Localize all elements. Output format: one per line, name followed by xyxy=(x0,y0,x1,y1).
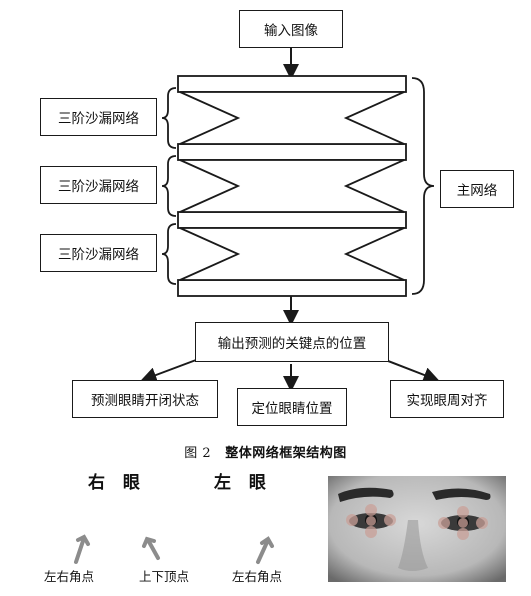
branch-box-eye-location: 定位眼睛位置 xyxy=(237,388,347,426)
input-image-label: 输入图像 xyxy=(264,23,318,39)
main-network-label: 主网络 xyxy=(456,183,498,199)
right-brace xyxy=(411,77,435,295)
left-brace xyxy=(161,155,177,217)
hourglass-label: 三阶沙漏网络 xyxy=(58,179,139,195)
network-bar xyxy=(177,143,407,161)
figure-number: 图 2 xyxy=(184,446,212,461)
hourglass-shape xyxy=(179,159,405,213)
main-network-box: 主网络 xyxy=(440,170,514,208)
top-bottom-points-label: 上下顶点 xyxy=(139,569,190,584)
branch-label: 预测眼睛开闭状态 xyxy=(91,393,199,409)
right-eye-title: 右 眼 xyxy=(88,473,146,493)
figure-title: 整体网络框架结构图 xyxy=(225,446,347,461)
network-bar xyxy=(177,279,407,297)
eye-keypoints xyxy=(63,513,281,535)
output-label: 输出预测的关键点的位置 xyxy=(217,336,367,352)
branch-box-periocular-alignment: 实现眼周对齐 xyxy=(390,380,504,418)
hourglass-box-2: 三阶沙漏网络 xyxy=(40,166,157,204)
figure-caption: 图 2 整体网络框架结构图 xyxy=(0,442,531,461)
left-brace xyxy=(161,223,177,285)
input-image-box: 输入图像 xyxy=(239,10,343,48)
left-brace xyxy=(161,87,177,149)
hourglass-box-3: 三阶沙漏网络 xyxy=(40,234,157,272)
face-photo xyxy=(328,476,506,582)
hourglass-shape xyxy=(179,91,405,145)
branch-label: 实现眼周对齐 xyxy=(406,393,488,409)
network-bar xyxy=(177,211,407,229)
left-eye-title: 左 眼 xyxy=(214,473,272,493)
network-bar xyxy=(177,75,407,93)
corner-points-label-left-eye: 左右角点 xyxy=(232,569,283,584)
hourglass-label: 三阶沙漏网络 xyxy=(58,111,139,127)
keypoint-pointer-arrows xyxy=(74,534,274,564)
branch-box-eye-state: 预测眼睛开闭状态 xyxy=(72,380,218,418)
hourglass-shape xyxy=(179,227,405,281)
corner-points-label-right-eye: 左右角点 xyxy=(44,569,95,584)
branch-label: 定位眼睛位置 xyxy=(251,401,333,417)
output-box: 输出预测的关键点的位置 xyxy=(195,322,389,362)
hourglass-box-1: 三阶沙漏网络 xyxy=(40,98,157,136)
hourglass-label: 三阶沙漏网络 xyxy=(58,247,139,263)
